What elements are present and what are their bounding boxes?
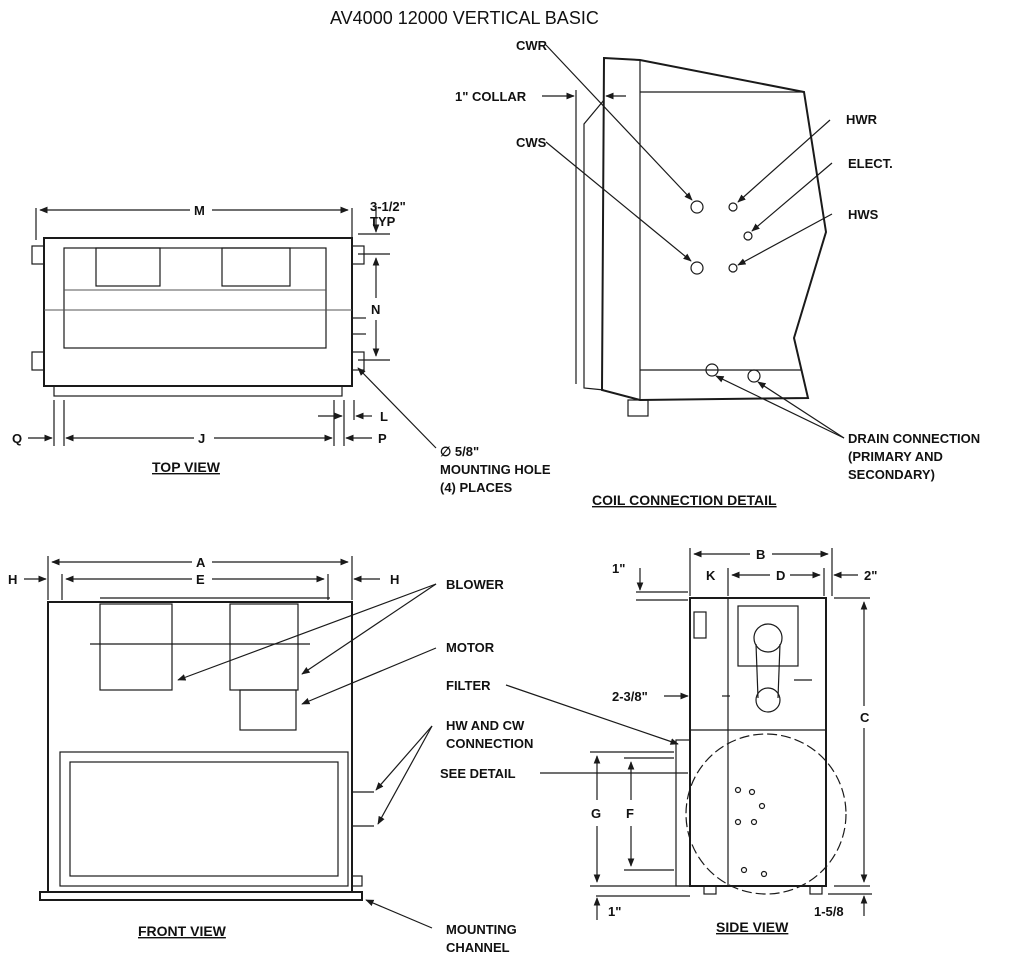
see-detail-label: SEE DETAIL <box>440 766 516 781</box>
dim-c-label: C <box>860 710 870 725</box>
dim-1-5-8-label: 1-5/8 <box>814 904 844 919</box>
top-view-base <box>53 385 343 397</box>
dim-2-3-8-label: 2-3/8" <box>612 689 648 704</box>
mounting-tab-br <box>351 351 365 371</box>
hole-desc-label: MOUNTING HOLE <box>440 462 551 477</box>
drain-label-line3: SECONDARY) <box>848 467 935 482</box>
side-blower-housing <box>737 605 799 667</box>
dim-h-right-label: H <box>390 572 399 587</box>
dim-l-label: L <box>380 409 388 424</box>
dim-j-label: J <box>198 431 205 446</box>
dim-a-label: A <box>196 555 206 570</box>
drain-label-line2: (PRIMARY AND <box>848 449 943 464</box>
see-detail-circle <box>685 733 847 895</box>
top-view: M 3-1/2" TYP N L Q J P ∅ 5/8" MOUNTING H… <box>12 199 551 495</box>
mounting-channel-line1: MOUNTING <box>446 922 517 937</box>
blower-label: BLOWER <box>446 577 504 592</box>
motor-label: MOTOR <box>446 640 495 655</box>
side-blower-pulley <box>753 623 783 653</box>
front-view-title: FRONT VIEW <box>138 923 227 939</box>
dim-h-left-label: H <box>8 572 17 587</box>
coil-housing-outline <box>600 56 828 402</box>
dim-n-label: N <box>371 302 380 317</box>
hwcw-label-line1: HW AND CW <box>446 718 525 733</box>
front-blower-right <box>229 603 299 691</box>
primary-drain-connection <box>705 363 719 377</box>
dim-g-label: G <box>591 806 601 821</box>
mounting-tab-tl <box>31 245 45 265</box>
hole-size-label: ∅ 5/8" <box>440 444 479 459</box>
dim-d-label: D <box>776 568 785 583</box>
side-view-title: SIDE VIEW <box>716 919 789 935</box>
side-view-outline <box>689 597 827 887</box>
elect-connection <box>743 231 753 241</box>
filter-label: FILTER <box>446 678 491 693</box>
dim-q-label: Q <box>12 431 22 446</box>
top-view-title: TOP VIEW <box>152 459 221 475</box>
dim-typ-value: 3-1/2" <box>370 199 406 214</box>
drawing-title: AV4000 12000 VERTICAL BASIC <box>330 8 599 28</box>
cwr-label: CWR <box>516 38 548 53</box>
coil-collar <box>583 99 605 391</box>
collar-label: 1" COLLAR <box>455 89 527 104</box>
hws-connection <box>728 263 738 273</box>
dim-p-label: P <box>378 431 387 446</box>
front-view-outline <box>47 601 353 893</box>
hwr-connection <box>728 202 738 212</box>
hws-label: HWS <box>848 207 879 222</box>
elect-label: ELECT. <box>848 156 893 171</box>
front-view: A E H H BLOWER MOTOR HW AND CW CONNECTIO… <box>8 555 533 955</box>
mounting-tab-bl <box>31 351 45 371</box>
top-view-inner-panel <box>63 247 327 349</box>
front-coil <box>59 751 349 887</box>
hole-count-label: (4) PLACES <box>440 480 513 495</box>
coil-connection-detail: CWR 1" COLLAR CWS HWR ELECT. HWS DRAIN C… <box>455 38 980 508</box>
top-view-blower-left <box>95 247 161 287</box>
hwr-label: HWR <box>846 112 878 127</box>
side-motor-pulley <box>755 687 781 713</box>
dim-1in-bottom-label: 1" <box>608 904 621 919</box>
mounting-channel-line2: CHANNEL <box>446 940 510 955</box>
dim-1in-top-label: 1" <box>612 561 625 576</box>
top-view-blower-right <box>221 247 291 287</box>
dim-k-label: K <box>706 568 716 583</box>
secondary-drain-connection <box>747 369 761 383</box>
front-blower-left <box>99 603 173 691</box>
dim-m-label: M <box>194 203 205 218</box>
dim-2in-label: 2" <box>864 568 877 583</box>
front-mounting-channel <box>39 891 363 901</box>
dim-f-label: F <box>626 806 634 821</box>
side-view: B K D 2" 1" C 2-3/8" FILTER SEE DETAIL <box>440 547 877 935</box>
dim-typ-label: TYP <box>370 214 396 229</box>
hwcw-label-line2: CONNECTION <box>446 736 533 751</box>
coil-drain-stub <box>627 399 649 417</box>
cwr-connection <box>690 200 704 214</box>
coil-detail-title: COIL CONNECTION DETAIL <box>592 492 777 508</box>
drain-label-line1: DRAIN CONNECTION <box>848 431 980 446</box>
top-view-outline <box>43 237 353 387</box>
front-motor <box>239 689 297 731</box>
mounting-tab-tr <box>351 245 365 265</box>
dim-b-label: B <box>756 547 765 562</box>
dim-e-label: E <box>196 572 205 587</box>
cws-connection <box>690 261 704 275</box>
cws-label: CWS <box>516 135 547 150</box>
